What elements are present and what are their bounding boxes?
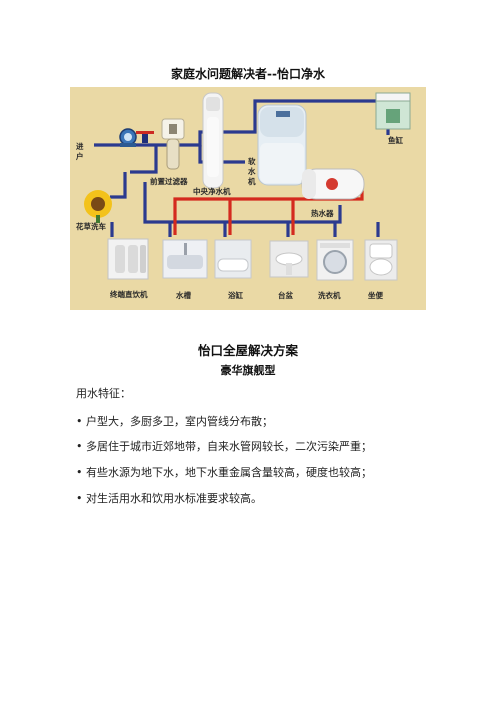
feature-item-2: • 多居住于城市近郊地带，自来水管网较长，二次污染严重； — [76, 440, 372, 453]
water-meter-icon — [119, 128, 137, 147]
pre-filter-icon — [161, 118, 185, 170]
appliance-toilet-icon — [364, 239, 398, 281]
feature-item-3: • 有些水源为地下水，地下水重金属含量较高，硬度也较高； — [76, 466, 372, 479]
label-pre-filter: 前置过滤器 — [150, 177, 188, 186]
label-garden: 花草洗车 — [76, 222, 106, 231]
fish-tank-icon — [375, 92, 411, 130]
distribution-pipe — [143, 182, 342, 224]
water-system-diagram: 进户 前置过滤器 中央净水机 软水机 鱼缸 热水器 花草洗车 终端直饮机 水槽 … — [70, 87, 426, 310]
label-sink: 水槽 — [176, 291, 191, 300]
label-dispenser: 终端直饮机 — [110, 290, 148, 299]
appliance-washer-icon — [316, 239, 354, 281]
main-supply-pipe — [94, 99, 390, 147]
label-toilet: 坐便 — [368, 291, 383, 300]
label-inlet: 进户 — [76, 142, 84, 161]
feature-item-4: • 对生活用水和饮用水标准要求较高。 — [76, 492, 262, 505]
garden-branch-pipe — [110, 172, 127, 199]
feature-item-1: • 户型大，多厨多卫，室内管线分布散； — [76, 415, 273, 428]
water-heater-icon — [301, 168, 365, 200]
section-title: 怡口全屋解决方案 — [197, 343, 298, 358]
document-title: 家庭水问题解决者--怡口净水 — [171, 67, 325, 81]
appliance-basin-icon — [269, 240, 309, 278]
appliance-bathtub-icon — [214, 239, 252, 279]
diagram-drawing — [84, 92, 411, 281]
valve-icon — [136, 131, 154, 143]
label-bathtub: 浴缸 — [228, 291, 243, 300]
label-basin: 台盆 — [278, 291, 293, 300]
pre-filter-pipe — [130, 145, 158, 174]
label-fish-tank: 鱼缸 — [388, 136, 403, 145]
label-central-purifier: 中央净水机 — [193, 187, 231, 196]
section-subtitle: 豪华旗舰型 — [220, 364, 276, 377]
appliance-dispenser-icon — [107, 238, 149, 280]
label-water-heater: 热水器 — [311, 209, 334, 218]
central-purifier-icon — [202, 92, 224, 189]
sunflower-icon — [84, 190, 112, 223]
softener-icon — [257, 104, 307, 186]
central-pipe — [198, 145, 245, 164]
features-heading: 用水特征： — [76, 387, 131, 400]
label-washer: 洗衣机 — [318, 291, 341, 300]
appliance-sink-icon — [162, 239, 208, 279]
label-softener: 软水机 — [248, 157, 256, 186]
